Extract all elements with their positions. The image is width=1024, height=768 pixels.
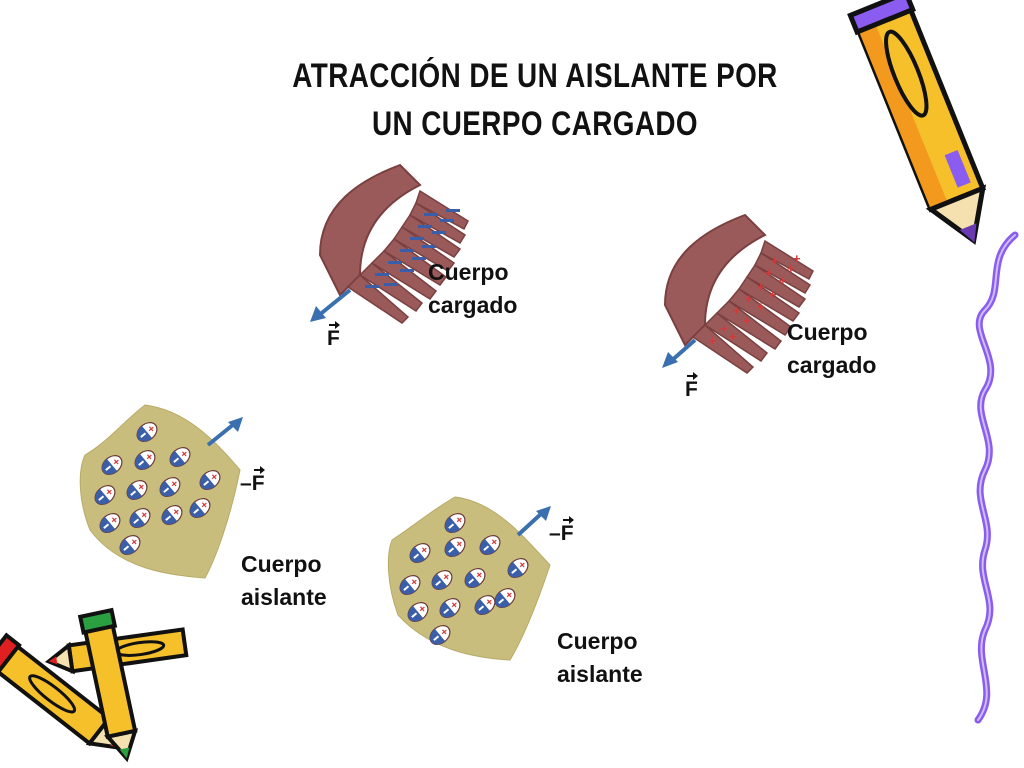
force-arrow-comb-negative — [310, 288, 352, 322]
svg-text:+: + — [733, 303, 741, 318]
page-title: ATRACCIÓN DE UN AISLANTE POR UN CUERPO C… — [244, 52, 826, 148]
dipole-molecule: + — [507, 558, 529, 578]
title-line-2: UN CUERPO CARGADO — [371, 105, 699, 143]
dipole-molecule: + — [464, 568, 486, 588]
dipole-molecule: + — [189, 498, 211, 518]
dipole-molecule: + — [169, 447, 191, 467]
dipole-molecule: + — [474, 595, 496, 615]
svg-text:+: + — [769, 287, 777, 302]
svg-text:+: + — [745, 291, 753, 306]
force-label-insulator-right: –F — [549, 516, 574, 545]
force-label-comb-right: F — [685, 372, 698, 401]
svg-text:+: + — [779, 273, 787, 288]
label-comb-left: Cuerpo cargado — [428, 259, 518, 318]
negative-charges — [365, 209, 460, 288]
svg-text:+: + — [793, 251, 801, 266]
dipole-molecule: + — [444, 537, 466, 557]
svg-text:+: + — [787, 261, 795, 276]
svg-text:+: + — [720, 321, 728, 336]
dipole-molecule: + — [399, 575, 421, 595]
label-insulator-left: Cuerpo aislante — [241, 551, 327, 610]
comb-spine — [318, 163, 422, 297]
dipole-molecule: + — [494, 588, 516, 608]
dipole-molecule: + — [161, 505, 183, 525]
svg-text:+: + — [771, 253, 779, 268]
svg-text:+: + — [709, 333, 717, 348]
dipole-molecule: + — [94, 485, 116, 505]
dipole-molecule: + — [409, 543, 431, 563]
dipole-molecule: + — [444, 513, 466, 533]
dipole-molecule: + — [431, 570, 453, 590]
force-label-comb-left: F — [327, 321, 340, 350]
dipole-molecule: + — [99, 513, 121, 533]
dipole-molecule: + — [136, 422, 158, 442]
label-comb-right: Cuerpo cargado — [787, 319, 877, 378]
title-line-1: ATRACCIÓN DE UN AISLANTE POR — [292, 57, 778, 95]
force-label-insulator-left: –F — [240, 466, 265, 495]
dipole-molecule: + — [479, 535, 501, 555]
dipole-molecule: + — [101, 455, 123, 475]
dipole-molecule: + — [134, 450, 156, 470]
force-arrow-insulator-left — [206, 417, 243, 447]
dipoles: +++++++++++++ — [94, 422, 221, 555]
dipole-molecule: + — [429, 625, 451, 645]
svg-text:+: + — [765, 265, 773, 280]
dipole-molecule: + — [159, 477, 181, 497]
dipole-molecule: + — [407, 602, 429, 622]
dipole-molecule: + — [119, 535, 141, 555]
svg-text:+: + — [757, 299, 765, 314]
label-insulator-right: Cuerpo aislante — [557, 628, 643, 687]
dipoles: +++++++++++++ — [399, 513, 529, 645]
svg-text:+: + — [729, 329, 737, 344]
force-arrow-comb-positive — [662, 338, 697, 368]
dipole-molecule: + — [126, 480, 148, 500]
dipole-molecule: + — [439, 598, 461, 618]
svg-text:+: + — [743, 313, 751, 328]
positive-charges: ++ ++ ++ ++ ++ ++ ++ — [709, 251, 801, 348]
svg-text:+: + — [757, 279, 765, 294]
dipole-molecule: + — [199, 470, 221, 490]
dipole-molecule: + — [129, 508, 151, 528]
force-arrow-insulator-right — [516, 506, 551, 537]
